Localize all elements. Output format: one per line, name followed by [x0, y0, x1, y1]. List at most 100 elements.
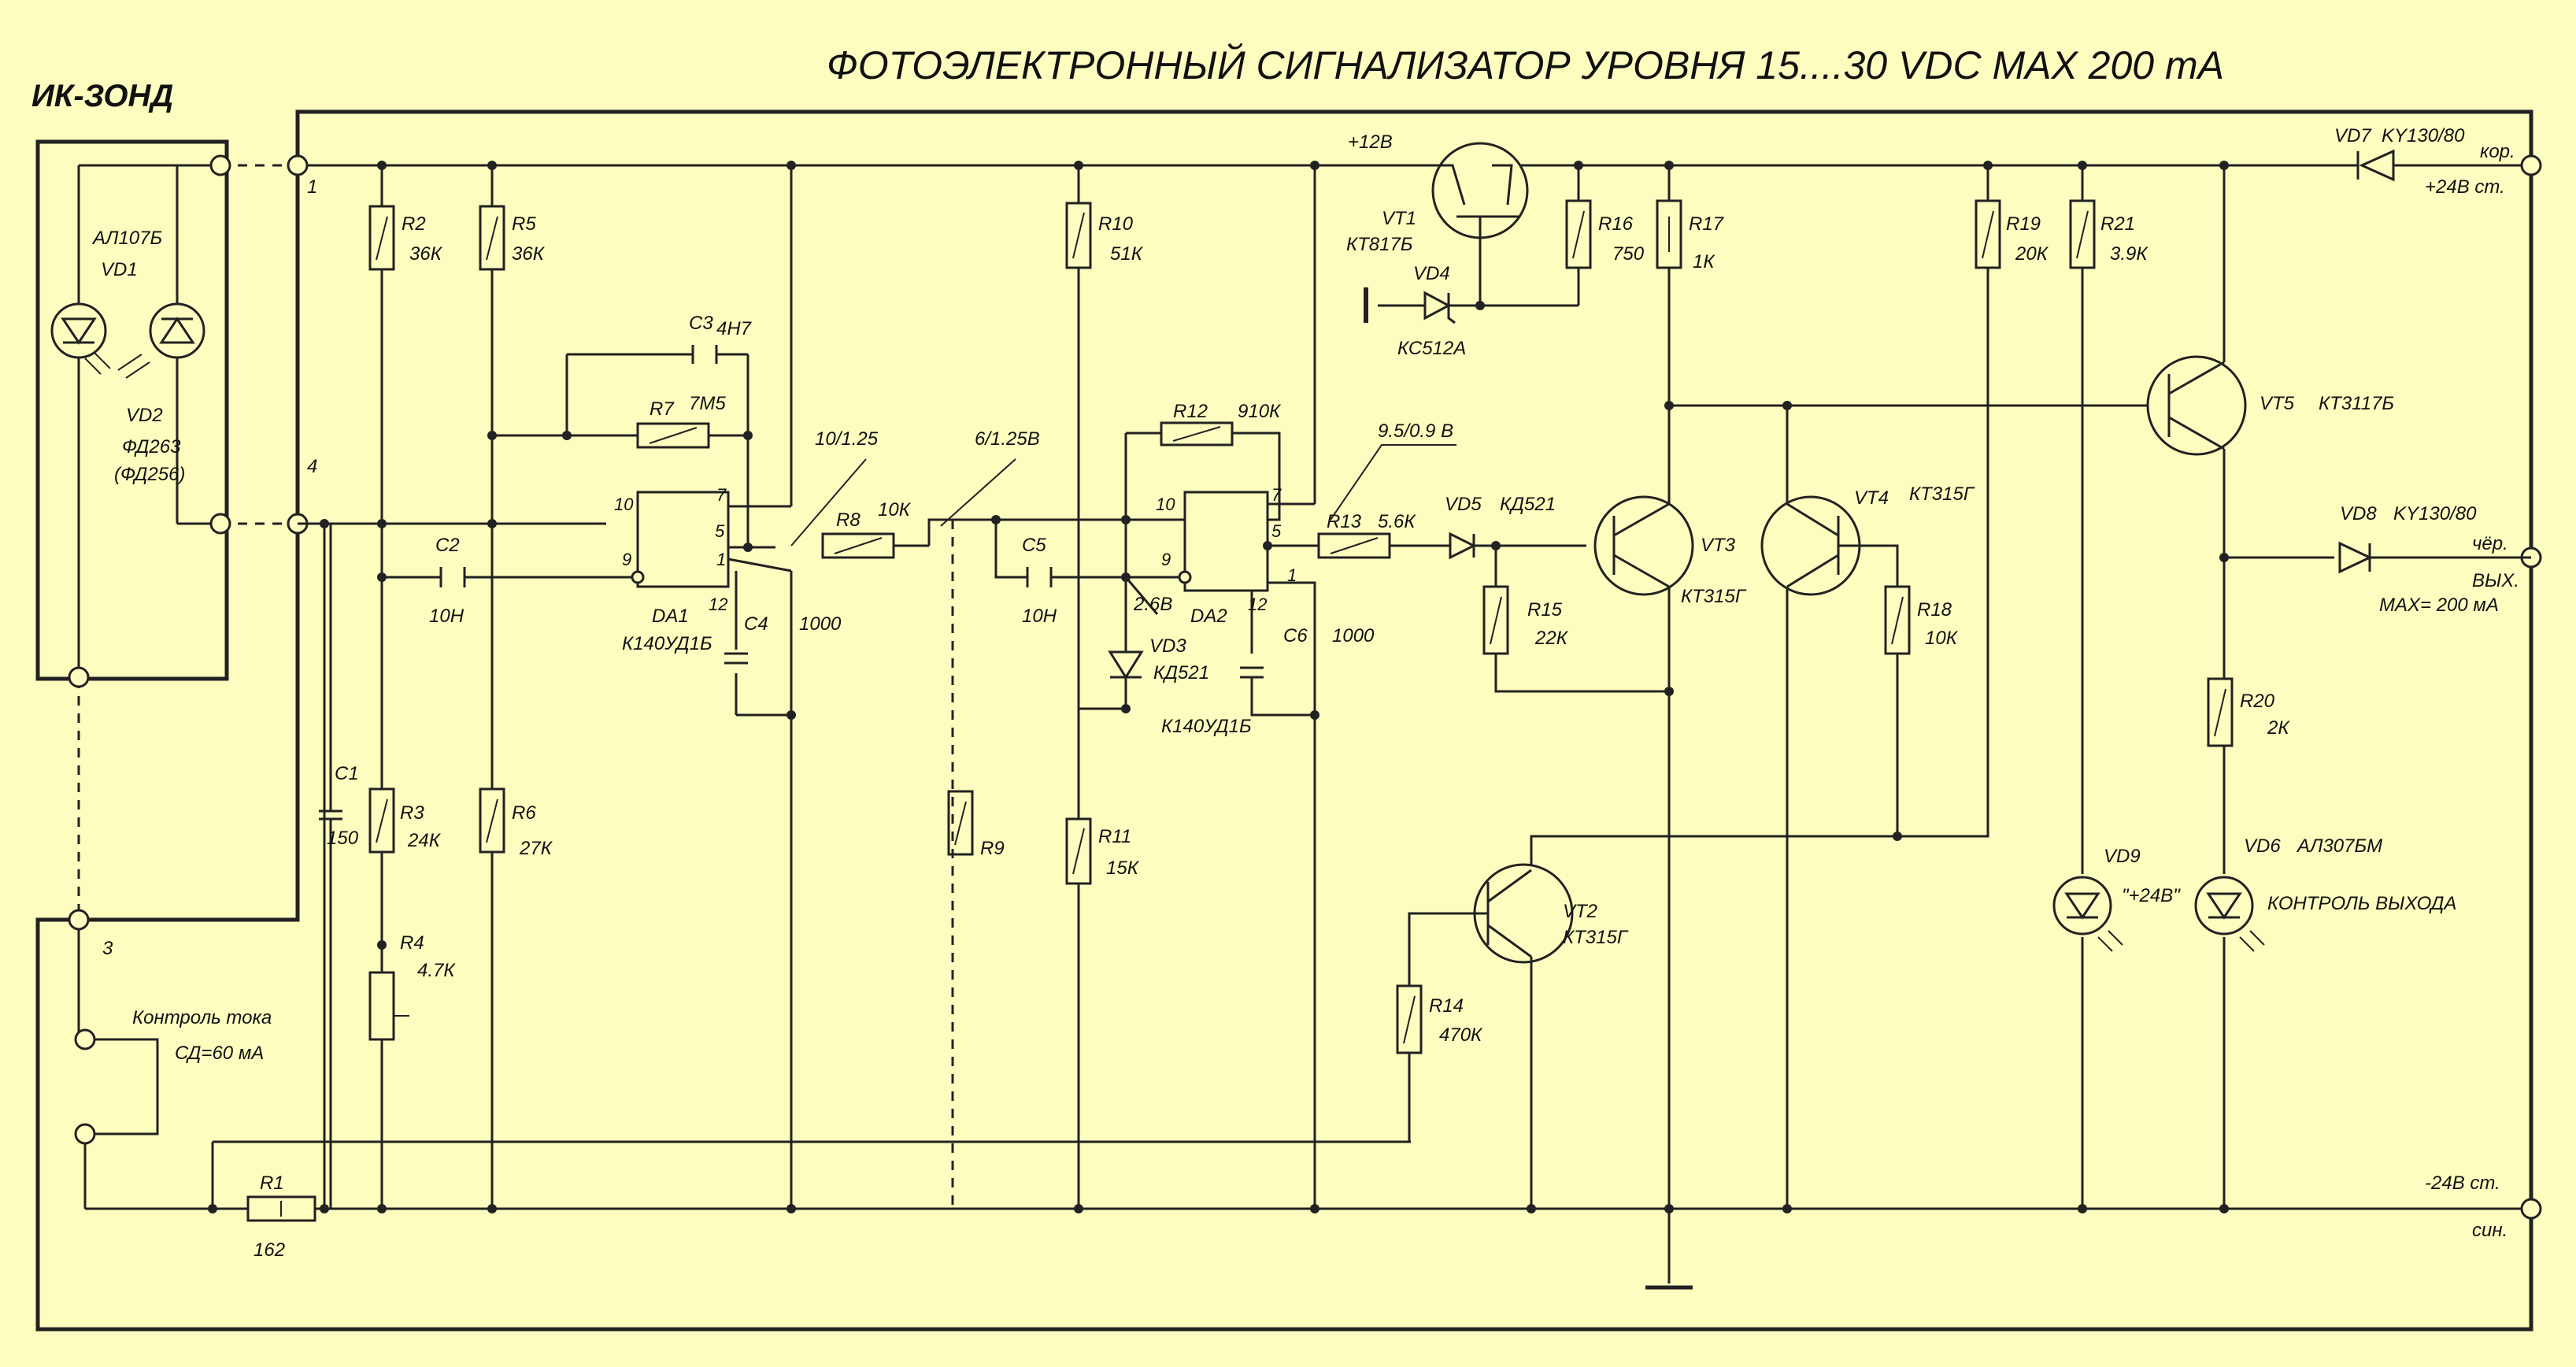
VT2-ref: VT2 — [1563, 901, 1597, 922]
R15-value: 22К — [1534, 628, 1569, 649]
DA2-pin12: 12 — [1248, 595, 1267, 614]
DA1-pin10: 10 — [614, 495, 634, 514]
VD7-ref: VD7 — [2334, 125, 2372, 146]
R8-value: 10К — [878, 499, 912, 520]
VD5-diode — [1449, 532, 1477, 560]
R17-ref: R17 — [1689, 213, 1725, 235]
node-pointer — [790, 458, 1016, 546]
VD2-ref: VD2 — [126, 405, 163, 426]
terminal-4: 4 — [307, 456, 317, 477]
terminal-screws — [68, 154, 2542, 1220]
VD5-ref: VD5 — [1445, 494, 1482, 515]
VD7-value: KY130/80 — [2382, 125, 2465, 146]
C3-ref: C3 — [689, 313, 713, 334]
VD5-value: КД521 — [1500, 494, 1556, 515]
VT5-ref: VT5 — [2260, 393, 2295, 414]
R1-value: 162 — [254, 1239, 285, 1261]
R19-ref: R19 — [2006, 213, 2041, 235]
current-check-loop — [85, 1038, 159, 1135]
R3-ref: R3 — [400, 802, 424, 824]
R6-value: 27К — [519, 838, 553, 859]
probe-enclosure — [35, 139, 229, 681]
R12-ref: R12 — [1173, 401, 1208, 422]
R16-value: 750 — [1612, 243, 1645, 265]
VD3-ref: VD3 — [1149, 635, 1186, 657]
C1-value: 150 — [327, 828, 359, 849]
VD3-diode — [1108, 650, 1144, 680]
VD6-label: КОНТРОЛЬ ВЫХОДА — [2267, 893, 2456, 914]
C4-ref: C4 — [744, 613, 768, 635]
DA1-pin7: 7 — [716, 485, 727, 505]
R5-value: 36К — [512, 243, 546, 265]
wire — [1494, 654, 1669, 693]
VD2-photodiode — [117, 302, 205, 379]
rail-kor: кор. — [2480, 141, 2515, 162]
VT3-transistor — [1593, 495, 1694, 596]
wire — [1408, 912, 1488, 1142]
current-check-value: СД=60 мА — [175, 1043, 264, 1064]
rail-24v-neg: -24В ст. — [2425, 1173, 2500, 1194]
R13-value: 5.6К — [1378, 511, 1416, 532]
VD6-value: АЛ307БМ — [2296, 835, 2382, 857]
wire — [1530, 165, 1989, 866]
DA2-pin10: 10 — [1156, 495, 1175, 514]
VT5-value: КТ3117Б — [2319, 393, 2394, 414]
R18-ref: R18 — [1917, 599, 1952, 621]
DA2-ref: DA2 — [1190, 606, 1227, 627]
DA2-pin1: 1 — [1287, 565, 1297, 585]
wire — [1250, 581, 1316, 1209]
VT2-value: КТ315Г — [1563, 927, 1629, 948]
node-voltage-4: 2.6В — [1133, 594, 1172, 615]
R9-ref: R9 — [980, 838, 1005, 859]
VD3-value: КД521 — [1153, 662, 1209, 684]
output-max: MAX= 200 мА — [2379, 595, 2499, 616]
resistors-right-top — [1482, 199, 2234, 747]
schematic-title: ФОТОЭЛЕКТРОННЫЙ СИГНАЛИЗАТОР УРОВНЯ 15..… — [827, 43, 2224, 87]
R21-value: 3.9К — [2110, 243, 2149, 265]
DA1-pin5: 5 — [715, 521, 725, 541]
R20-ref: R20 — [2240, 691, 2275, 712]
R13-ref: R13 — [1327, 511, 1362, 532]
C3-value: 4Н7 — [716, 318, 753, 339]
R14-ref: R14 — [1429, 995, 1464, 1017]
R7-ref: R7 — [650, 398, 675, 420]
VD2-value: ФД263 — [122, 436, 181, 458]
R21-ref: R21 — [2100, 213, 2135, 235]
R11-ref: R11 — [1098, 826, 1131, 847]
C2-value: 10Н — [429, 606, 464, 627]
VT3-ref: VT3 — [1701, 535, 1736, 556]
VD9-label: "+24В" — [2122, 885, 2181, 906]
C6-ref: C6 — [1283, 625, 1308, 646]
VD4-ref: VD4 — [1413, 263, 1450, 284]
wire — [1838, 544, 1899, 836]
VD6-led — [2194, 876, 2265, 952]
VT1-ref: VT1 — [1382, 208, 1416, 229]
VD7-diode — [2279, 149, 2395, 182]
VD1-value: АЛ107Б — [91, 228, 162, 249]
DA2-pin5: 5 — [1271, 521, 1282, 541]
C5-ref: C5 — [1022, 535, 1046, 556]
R10-value: 51К — [1110, 243, 1144, 265]
DA1-pin12: 12 — [709, 595, 727, 614]
DA2-value: К140УД1Б — [1161, 716, 1252, 737]
VD4-value: КС512А — [1397, 338, 1466, 359]
C1-ref: C1 — [335, 763, 359, 784]
R10-ref: R10 — [1098, 213, 1134, 235]
probe-title: ИК-ЗОНД — [31, 79, 173, 113]
DA2-opamp — [1183, 491, 1269, 592]
rail-sin: син. — [2472, 1220, 2508, 1241]
wire — [1250, 677, 1315, 717]
resistors-mid — [1065, 202, 1423, 1054]
R3-value: 24К — [407, 830, 442, 851]
rail-24v-pos: +24В ст. — [2425, 176, 2505, 198]
R1-ref: R1 — [260, 1173, 284, 1194]
VT4-value: КТ315Г — [1909, 483, 1975, 505]
R11-value: 15К — [1106, 858, 1140, 879]
R4-value: 4.7К — [417, 960, 456, 981]
R17-value: 1К — [1693, 251, 1715, 272]
R2-ref: R2 — [402, 213, 426, 235]
R6-ref: R6 — [512, 802, 536, 824]
rail-12v: +12В — [1348, 132, 1393, 153]
VD8-value: KY130/80 — [2393, 503, 2477, 524]
